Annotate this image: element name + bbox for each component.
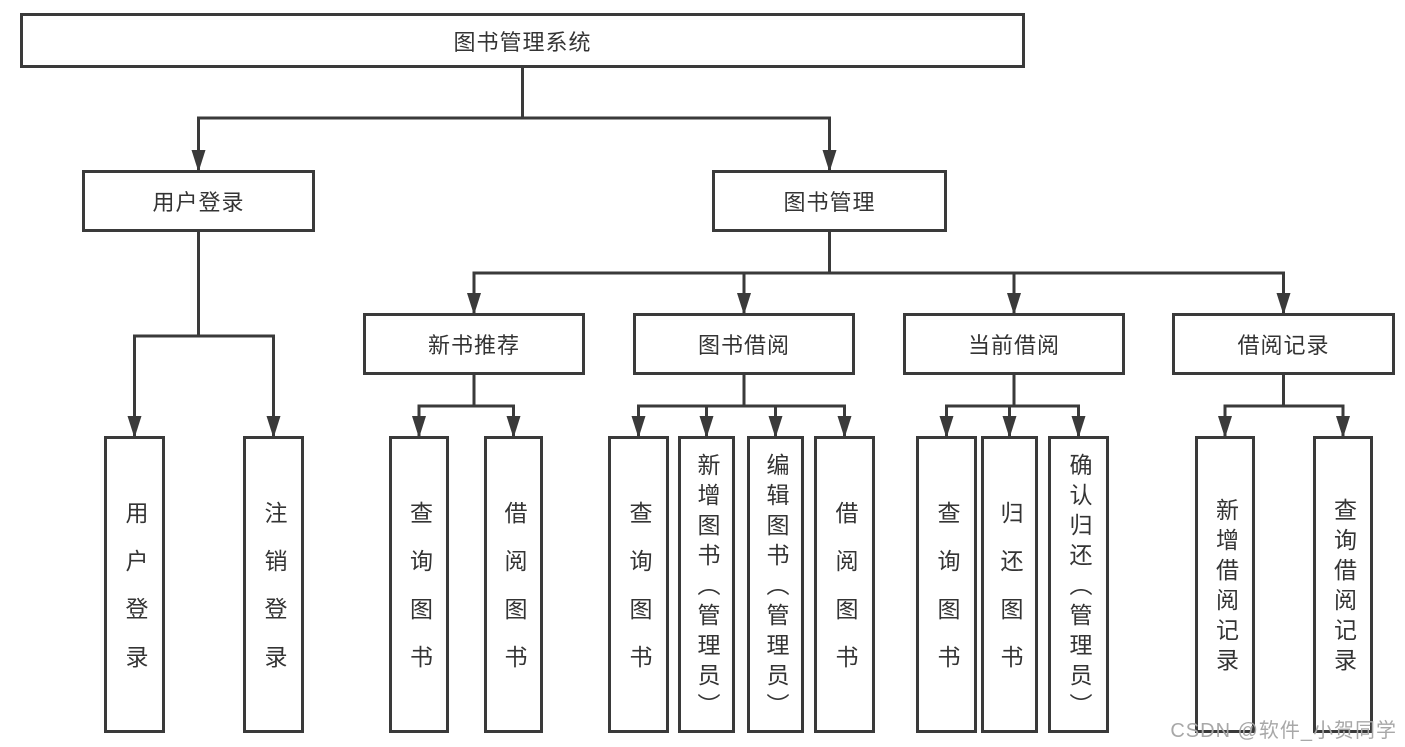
node-label: 图书管理系统	[453, 29, 592, 55]
arrowhead-icon	[1336, 416, 1350, 438]
node-label: 确认归还（管理员）	[1066, 453, 1092, 723]
node-leaf-confirm-return: 确认归还（管理员）	[1048, 436, 1109, 733]
node-current-borrow: 当前借阅	[903, 313, 1125, 375]
node-label: 查询图书	[626, 501, 652, 693]
node-label: 新增图书（管理员）	[694, 453, 720, 723]
node-label: 图书借阅	[697, 333, 790, 358]
node-leaf-add-borrow-record: 新增借阅记录	[1195, 436, 1255, 733]
arrowhead-icon	[1276, 293, 1291, 315]
node-leaf-add-book: 新增图书（管理员）	[678, 436, 735, 733]
arrowhead-icon	[506, 416, 521, 438]
arrowhead-icon	[768, 416, 783, 438]
node-borrow-records: 借阅记录	[1172, 313, 1395, 375]
node-root: 图书管理系统	[20, 13, 1025, 68]
node-new-book-rec: 新书推荐	[363, 313, 585, 375]
node-leaf-query-book-2: 查询图书	[608, 436, 669, 733]
node-book-borrow: 图书借阅	[633, 313, 855, 375]
arrowhead-icon	[412, 416, 426, 438]
node-book-mgmt: 图书管理	[712, 170, 947, 232]
node-label: 用户登录	[122, 501, 148, 693]
arrowhead-icon	[1218, 416, 1232, 438]
watermark: CSDN @软件_小贺同学	[1170, 720, 1397, 742]
node-label: 新书推荐	[427, 333, 520, 358]
node-leaf-query-borrow-record: 查询借阅记录	[1313, 436, 1373, 733]
node-label: 注销登录	[261, 501, 287, 693]
node-label: 查询借阅记录	[1330, 498, 1357, 678]
node-label: 借阅记录	[1237, 333, 1330, 358]
arrowhead-icon	[699, 416, 714, 438]
node-label: 查询图书	[934, 501, 960, 693]
arrowhead-icon	[1071, 416, 1086, 438]
node-leaf-return-book: 归还图书	[981, 436, 1038, 733]
arrowhead-icon	[1007, 293, 1021, 315]
node-leaf-query-book-1: 查询图书	[389, 436, 449, 733]
node-leaf-user-login: 用户登录	[104, 436, 165, 733]
node-label: 用户登录	[152, 190, 245, 215]
arrowhead-icon	[939, 416, 954, 438]
node-leaf-query-book-3: 查询图书	[916, 436, 977, 733]
node-label: 借阅图书	[832, 501, 858, 693]
node-leaf-logout: 注销登录	[243, 436, 304, 733]
node-label: 编辑图书（管理员）	[763, 453, 789, 723]
node-user-login: 用户登录	[82, 170, 315, 232]
arrowhead-icon	[737, 293, 751, 315]
node-label: 当前借阅	[967, 333, 1060, 358]
node-leaf-edit-book: 编辑图书（管理员）	[747, 436, 804, 733]
node-label: 图书管理	[783, 190, 876, 215]
node-label: 归还图书	[997, 501, 1023, 693]
arrowhead-icon	[822, 150, 837, 172]
node-label: 借阅图书	[501, 501, 527, 693]
arrowhead-icon	[837, 416, 852, 438]
node-leaf-borrow-book-2: 借阅图书	[814, 436, 875, 733]
arrowhead-icon	[1002, 416, 1017, 438]
arrowhead-icon	[467, 293, 481, 315]
node-label: 新增借阅记录	[1212, 498, 1239, 678]
node-leaf-borrow-book-1: 借阅图书	[484, 436, 543, 733]
node-label: 查询图书	[406, 501, 433, 693]
arrowhead-icon	[191, 150, 206, 172]
connector-path	[133, 66, 1345, 438]
arrowhead-icon	[631, 416, 646, 438]
arrowhead-icon	[266, 416, 281, 438]
arrowhead-icon	[127, 416, 142, 438]
